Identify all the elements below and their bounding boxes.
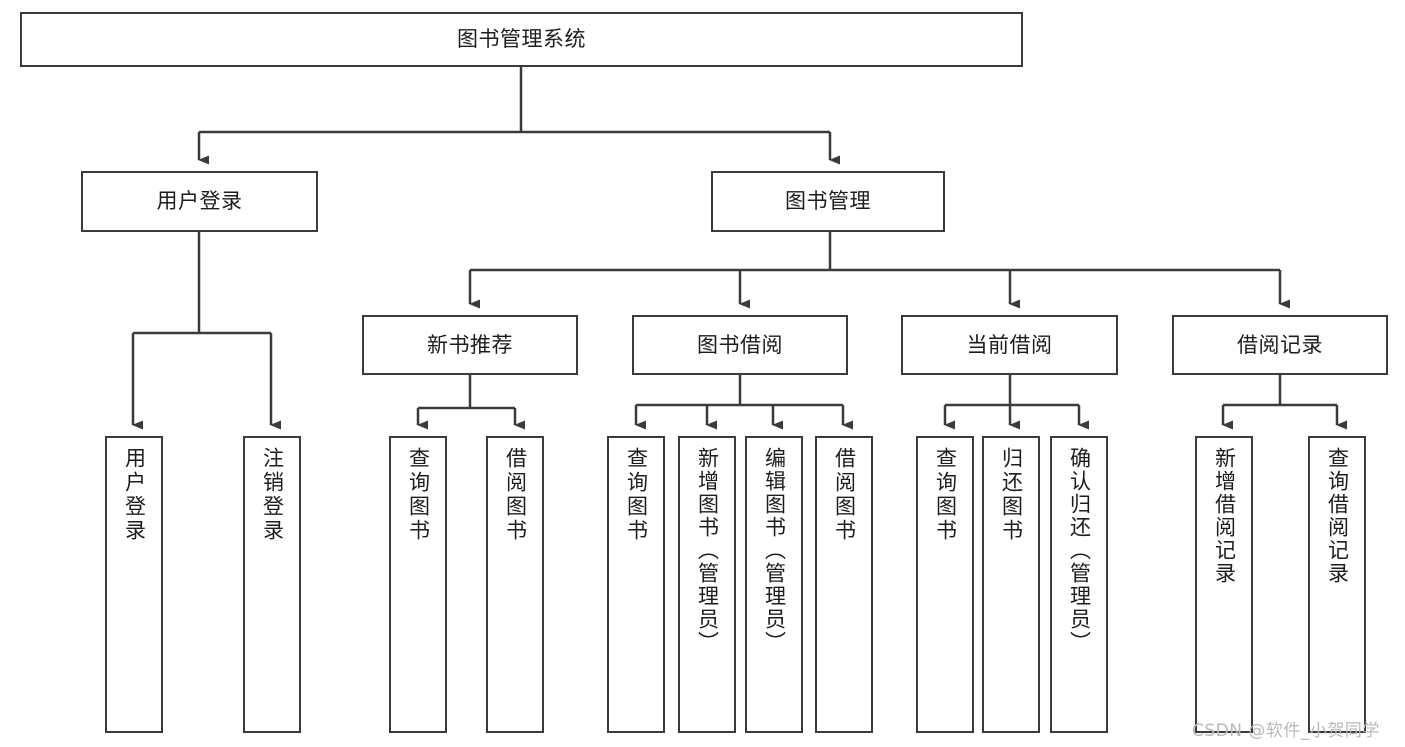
node-label: 编辑图书（管理员） (762, 447, 787, 654)
node-label: 确认归还（管理员） (1067, 447, 1092, 654)
node-book-borrow[interactable]: 图书借阅 (632, 315, 848, 375)
node-label: 查询图书 (406, 447, 431, 543)
node-label: 查询图书 (933, 447, 958, 543)
node-label: 借阅记录 (1237, 332, 1323, 357)
node-label: 新书推荐 (427, 332, 513, 357)
node-root-system[interactable]: 图书管理系统 (20, 12, 1023, 67)
node-user-login[interactable]: 用户登录 (81, 171, 318, 232)
node-current-borrow[interactable]: 当前借阅 (901, 315, 1118, 375)
leaf-record-query-record[interactable]: 查询借阅记录 (1308, 436, 1366, 733)
leaf-record-add-record[interactable]: 新增借阅记录 (1195, 436, 1253, 733)
leaf-recommend-query-book[interactable]: 查询图书 (389, 436, 447, 733)
leaf-borrow-edit-book-admin[interactable]: 编辑图书（管理员） (745, 436, 803, 733)
node-label: 用户登录 (122, 447, 147, 543)
leaf-current-return-book[interactable]: 归还图书 (982, 436, 1040, 733)
node-new-book-recommend[interactable]: 新书推荐 (362, 315, 578, 375)
node-label: 借阅图书 (503, 447, 528, 543)
node-label: 当前借阅 (966, 332, 1053, 357)
node-label: 新增借阅记录 (1212, 447, 1237, 585)
node-label: 用户登录 (156, 189, 243, 214)
leaf-user-login-logout[interactable]: 注销登录 (243, 436, 301, 733)
node-label: 图书管理 (785, 189, 871, 214)
node-label: 图书借阅 (697, 332, 783, 357)
node-label: 借阅图书 (832, 447, 857, 543)
node-label: 查询图书 (624, 447, 649, 543)
leaf-borrow-borrow-book[interactable]: 借阅图书 (815, 436, 873, 733)
node-book-management[interactable]: 图书管理 (711, 171, 945, 232)
leaf-recommend-borrow-book[interactable]: 借阅图书 (486, 436, 544, 733)
node-label: 注销登录 (260, 447, 285, 543)
node-borrow-record[interactable]: 借阅记录 (1172, 315, 1388, 375)
leaf-borrow-add-book-admin[interactable]: 新增图书（管理员） (678, 436, 736, 733)
leaf-borrow-query-book[interactable]: 查询图书 (607, 436, 665, 733)
csdn-watermark: CSDN @软件_小贺同学 (1192, 721, 1380, 741)
leaf-user-login-login[interactable]: 用户登录 (105, 436, 163, 733)
node-label: 图书管理系统 (457, 27, 586, 52)
leaf-current-confirm-return-admin[interactable]: 确认归还（管理员） (1050, 436, 1108, 733)
node-label: 归还图书 (999, 447, 1024, 543)
node-label: 新增图书（管理员） (695, 447, 720, 654)
leaf-current-query-book[interactable]: 查询图书 (916, 436, 974, 733)
node-label: 查询借阅记录 (1325, 447, 1350, 585)
